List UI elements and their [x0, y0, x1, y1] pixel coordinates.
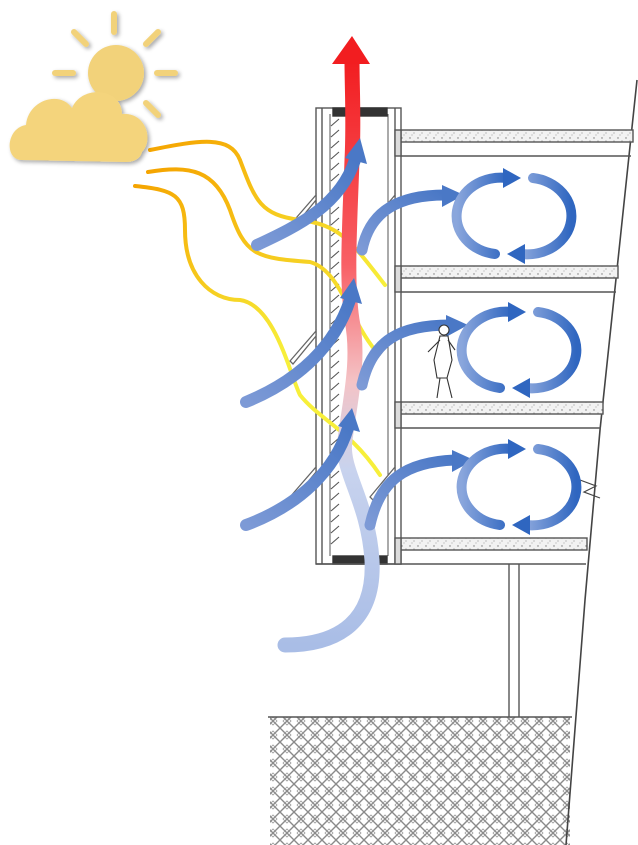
louver-blade: [330, 305, 340, 314]
circulation-arc-left: [456, 306, 517, 393]
louver-blade: [330, 404, 340, 413]
circulation-arrowhead: [512, 515, 530, 535]
louver-blade: [330, 349, 340, 358]
person-walking-icon: [427, 324, 456, 399]
louver-blade: [330, 360, 340, 369]
louver-blade: [330, 294, 340, 303]
louver-blade: [330, 382, 340, 391]
louver-blade: [330, 481, 340, 490]
circulation-arrowhead: [507, 244, 525, 264]
louver-blade: [330, 536, 340, 545]
louver-blade: [330, 140, 340, 149]
louver-blade: [330, 118, 340, 127]
room-inflow: [356, 189, 461, 531]
louver-blade: [330, 162, 340, 171]
room-inflow-arrowheads: [442, 185, 474, 472]
louver-blade: [330, 129, 340, 138]
circulation-arc-right: [521, 444, 582, 531]
fresh-air-intake: [240, 154, 361, 531]
louver-blade: [330, 206, 340, 215]
louver-blade: [330, 173, 340, 182]
louver-blade: [330, 261, 340, 270]
circulation-arc-right: [516, 173, 577, 260]
louver-blade: [330, 217, 340, 226]
circulation-arrowhead: [512, 378, 530, 398]
room-air-circulation: [451, 168, 582, 535]
building-section: [315, 79, 638, 845]
louver-blade: [330, 503, 340, 512]
louver-blade: [330, 393, 340, 402]
circulation-arrowhead: [503, 168, 521, 188]
sun-behind-cloud-icon: [9, 11, 178, 162]
fresh-air-arrowheads: [338, 138, 367, 432]
circulation-arc-left: [456, 443, 517, 530]
circulation-arrowhead: [508, 439, 526, 459]
louver-blade: [330, 371, 340, 380]
louver-blade: [330, 514, 340, 523]
ground: [268, 716, 572, 845]
circulation-arrowhead: [508, 302, 526, 322]
circulation-arc-right: [521, 307, 582, 394]
louver-blade: [330, 492, 340, 501]
louver-blade: [330, 470, 340, 479]
louver-blade: [330, 525, 340, 534]
louver-blade: [330, 239, 340, 248]
louver-blade: [330, 250, 340, 259]
louver-blade: [330, 151, 340, 160]
circulation-arc-left: [451, 172, 512, 259]
